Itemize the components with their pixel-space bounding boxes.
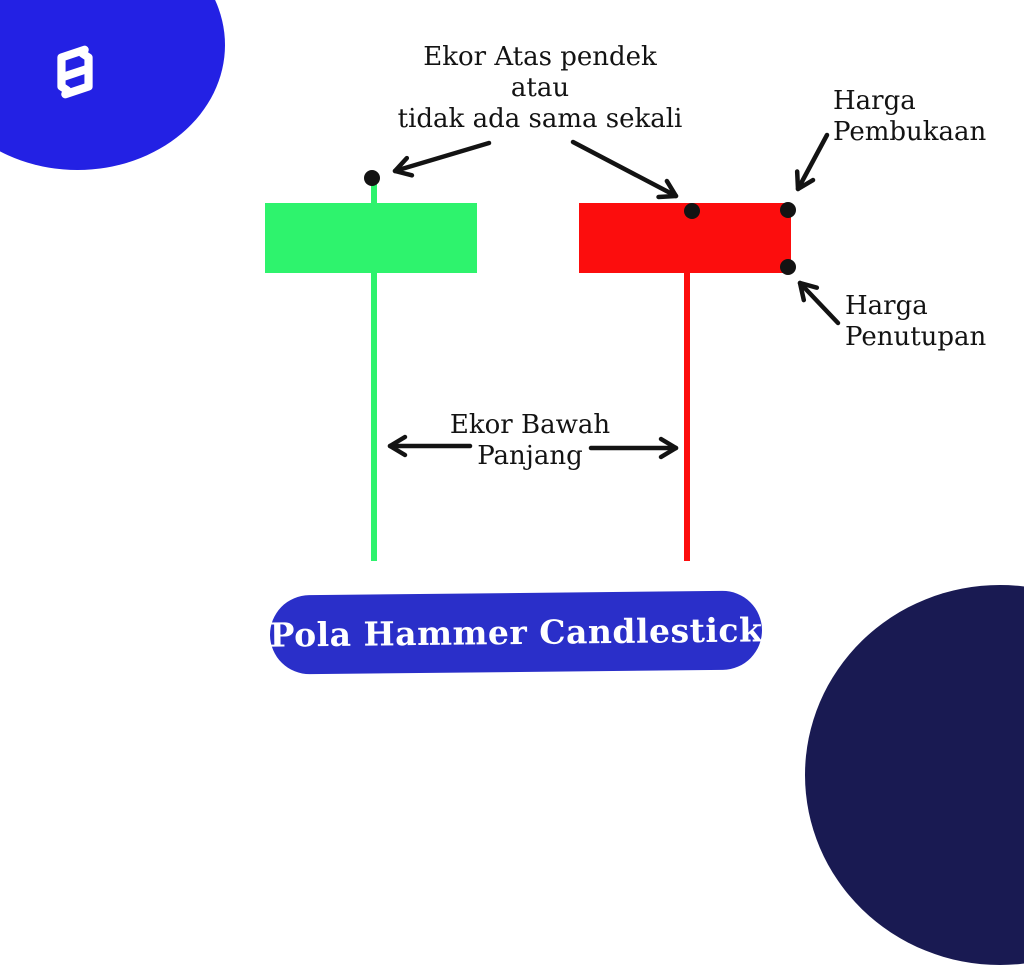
red-candle-open-dot xyxy=(780,202,796,218)
annotation-line: atau xyxy=(510,73,570,103)
annotation-line: Ekor Bawah xyxy=(449,410,611,440)
title-badge-label: Pola Hammer Candlestick xyxy=(269,610,763,655)
annotation-line: tidak ada sama sekali xyxy=(397,104,683,134)
title-badge: Pola Hammer Candlestick xyxy=(269,590,763,675)
brand-h-logo-icon xyxy=(57,45,93,99)
green-candle-high-dot xyxy=(364,170,380,186)
red-candle-top-dot xyxy=(684,203,700,219)
open-price-annotation: Harga Pembukaan xyxy=(833,86,986,148)
arrow-top-label-to-green-high xyxy=(392,140,492,178)
annotation-line: Harga xyxy=(845,291,928,321)
annotation-line: Panjang xyxy=(477,441,583,471)
arrow-close-price xyxy=(797,280,841,326)
green-candle-upper-wick xyxy=(371,184,377,204)
green-candle-body xyxy=(265,203,477,273)
green-candle-lower-wick xyxy=(371,272,377,561)
annotation-line: Ekor Atas pendek xyxy=(423,42,657,72)
annotation-line: Harga xyxy=(833,86,916,116)
red-candle-close-dot xyxy=(780,259,796,275)
close-price-annotation: Harga Penutupan xyxy=(845,291,986,353)
annotation-line: Pembukaan xyxy=(833,117,987,147)
corner-blob-top-left xyxy=(0,0,225,170)
red-candle-lower-wick xyxy=(684,272,690,561)
upper-wick-annotation: Ekor Atas pendek atau tidak ada sama sek… xyxy=(360,42,720,135)
arrow-top-label-to-red-top xyxy=(570,139,679,200)
arrow-open-price xyxy=(794,132,830,192)
corner-blob-bottom-right xyxy=(805,585,1024,965)
lower-wick-annotation: Ekor Bawah Panjang xyxy=(428,410,632,472)
annotation-line: Penutupan xyxy=(845,322,987,352)
